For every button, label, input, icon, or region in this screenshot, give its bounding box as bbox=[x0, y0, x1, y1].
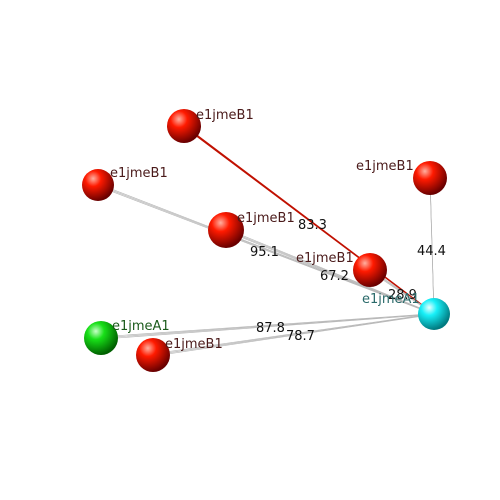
edge-line bbox=[152, 313, 435, 355]
edge-weight-label: 95.1 bbox=[250, 245, 279, 260]
edge-line bbox=[97, 185, 435, 315]
node-hub[interactable]: e1jmeA1 bbox=[362, 292, 450, 330]
red-node-sphere[interactable] bbox=[82, 169, 114, 201]
edge-line bbox=[225, 229, 435, 315]
node-n4[interactable]: e1jmeB1 bbox=[356, 159, 447, 195]
edge-labels-layer: 83.3 95.1 67.2 44.4 28.9 87.878.7 bbox=[250, 218, 446, 344]
red-node-sphere[interactable] bbox=[136, 338, 170, 372]
node-n2[interactable]: e1jmeB1 bbox=[82, 166, 168, 201]
node-label: e1jmeB1 bbox=[196, 108, 254, 123]
edge-line bbox=[152, 313, 435, 356]
edge-line bbox=[183, 126, 435, 315]
node-label: e1jmeB1 bbox=[356, 159, 414, 174]
edge-line bbox=[100, 313, 435, 339]
edge-weight-label: 83.3 bbox=[298, 218, 327, 233]
edge-weight-label: 67.2 bbox=[320, 269, 349, 284]
edge-line bbox=[225, 230, 435, 315]
cyan-node-sphere[interactable] bbox=[418, 298, 450, 330]
edge-weight-label: 44.4 bbox=[417, 244, 446, 259]
red-node-sphere[interactable] bbox=[208, 212, 244, 248]
red-node-sphere[interactable] bbox=[413, 161, 447, 195]
node-label: e1jmeA1 bbox=[112, 319, 170, 334]
nodes-layer: e1jmeB1 e1jmeB1 e1jmeB1 e1jmeB1 e1jmeB1 e1jme… bbox=[82, 108, 450, 372]
edge-weight-label: 28.9 bbox=[388, 288, 417, 303]
node-label: e1jmeB1 bbox=[165, 337, 223, 352]
edge-n3-to-hub bbox=[225, 228, 435, 315]
edge-n7-to-hub bbox=[152, 313, 435, 357]
node-label: e1jmeA1 bbox=[362, 292, 420, 307]
node-label: e1jmeB1 bbox=[237, 211, 295, 226]
node-n3[interactable]: e1jmeB1 bbox=[208, 211, 295, 248]
edge-line bbox=[225, 228, 435, 314]
node-label: e1jmeB1 bbox=[110, 166, 168, 181]
edge-line bbox=[429, 179, 435, 315]
red-node-sphere[interactable] bbox=[353, 253, 387, 287]
red-node-sphere[interactable] bbox=[167, 109, 201, 143]
edge-line bbox=[100, 313, 435, 338]
edge-line bbox=[97, 184, 435, 315]
node-n7[interactable]: e1jmeB1 bbox=[136, 337, 223, 372]
edge-line bbox=[152, 314, 435, 357]
node-n5[interactable]: e1jmeB1 bbox=[296, 251, 387, 287]
green-node-sphere[interactable] bbox=[84, 321, 118, 355]
edge-n6-to-hub bbox=[100, 313, 435, 340]
edge-n1-to-hub bbox=[183, 124, 435, 315]
edge-line bbox=[100, 314, 435, 340]
node-n6[interactable]: e1jmeA1 bbox=[84, 319, 170, 355]
node-label: e1jmeB1 bbox=[296, 251, 354, 266]
edge-weight-label: 87.8 bbox=[256, 321, 285, 336]
edge-weight-label: 78.7 bbox=[286, 329, 315, 344]
edge-n4-to-hub bbox=[429, 176, 435, 315]
node-n1[interactable]: e1jmeB1 bbox=[167, 108, 254, 143]
